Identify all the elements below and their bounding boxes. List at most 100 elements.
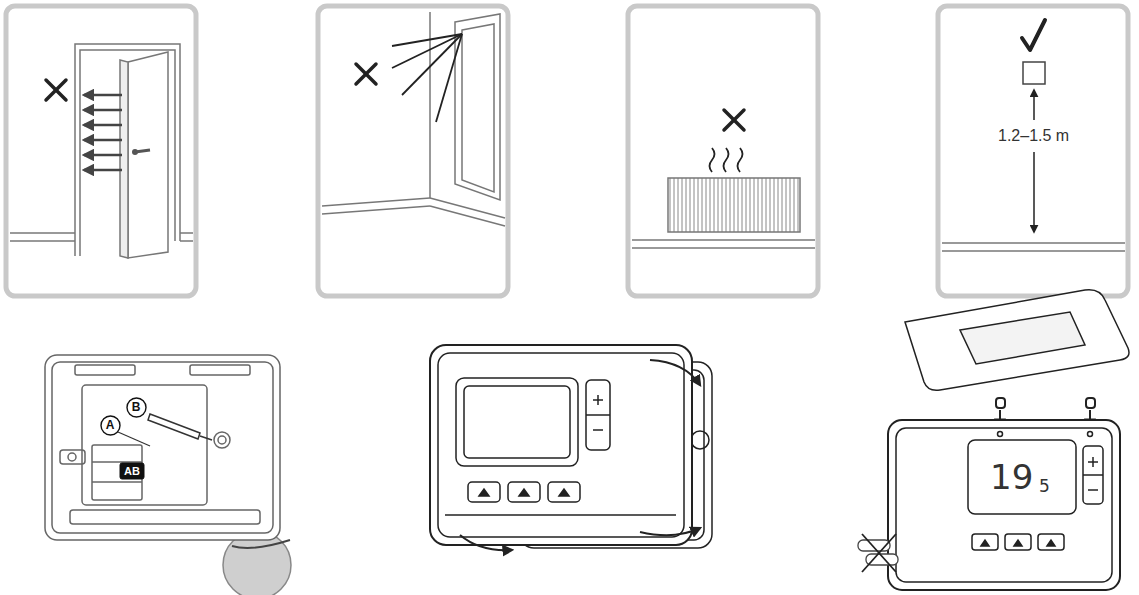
thermostat-fitting — [548, 482, 580, 502]
cross-mark — [46, 80, 66, 100]
cross-mark — [46, 80, 66, 100]
wall-plate — [82, 385, 207, 505]
wall-plate — [92, 445, 142, 500]
display-decimal: 5 — [1037, 477, 1052, 496]
clip-arrows — [996, 398, 1005, 408]
callout-letter: AB — [124, 466, 140, 477]
thermostat-fitting — [430, 345, 712, 548]
radiator-scene — [632, 239, 815, 241]
door-scene — [180, 232, 193, 234]
door-scene — [128, 52, 168, 258]
window-scene — [455, 14, 500, 200]
thermostat-fitting — [430, 345, 692, 545]
panel-frames — [628, 6, 818, 296]
panel-frames — [6, 6, 1128, 296]
callout-letter: A — [106, 419, 115, 431]
dimension-label: 1.2–1.5 m — [996, 127, 1071, 145]
thermostat-front — [1083, 446, 1103, 504]
sun-rays — [392, 34, 462, 122]
thermostat-front — [1014, 540, 1022, 546]
screwdriver — [148, 414, 200, 439]
callout-circle: B — [126, 397, 147, 418]
window-scene — [462, 24, 494, 192]
window-scene — [430, 198, 505, 218]
no-batteries — [862, 534, 896, 572]
wall-plate — [68, 453, 76, 461]
door-scene — [132, 149, 138, 155]
thermostat-front — [888, 420, 1120, 590]
screwdriver — [118, 432, 150, 446]
display-digits: 19 — [988, 459, 1035, 495]
door-scene — [120, 60, 128, 258]
thermostat-fitting — [586, 380, 610, 450]
height-scene — [1023, 62, 1045, 84]
height-scene — [942, 62, 1125, 251]
draught-arrows — [84, 124, 122, 127]
wall-plate — [75, 365, 135, 375]
callout-circle: A — [100, 415, 121, 436]
thermostat-fitting — [468, 482, 500, 502]
thermostat-fitting — [456, 378, 578, 466]
no-batteries — [858, 534, 898, 572]
thermostat-front — [998, 432, 1003, 437]
draught-arrows — [84, 109, 122, 112]
draught-arrows — [84, 154, 122, 157]
cross-mark — [724, 110, 744, 130]
radiator-scene — [632, 178, 815, 248]
cross-mark — [356, 64, 376, 84]
thermostat-front — [1038, 534, 1064, 550]
radiator-scene — [632, 247, 815, 249]
wall-plate — [214, 432, 230, 448]
thermostat-fitting — [597, 395, 599, 405]
wall-plate — [190, 365, 250, 375]
thermostat-front — [1005, 534, 1031, 550]
wall-plate — [45, 355, 291, 595]
dimension-arrows — [1033, 90, 1035, 232]
heat-waves — [710, 148, 743, 172]
panel-frames — [938, 6, 1128, 296]
check-mark — [1022, 20, 1045, 50]
thermostat-fitting — [559, 489, 569, 496]
fitting-arrows — [460, 535, 512, 550]
heat-waves — [710, 148, 715, 172]
screwdriver — [200, 436, 212, 440]
thermostat-fitting — [464, 386, 570, 458]
wall-plate — [232, 540, 290, 548]
cross-mark — [724, 110, 744, 130]
thermostat-front — [1092, 457, 1094, 467]
thermostat-fitting — [445, 514, 676, 516]
height-scene — [942, 250, 1125, 252]
wall-plate — [70, 510, 260, 524]
thermostat-front — [1083, 474, 1103, 476]
sun-rays — [436, 34, 462, 122]
wall-plate — [218, 436, 226, 444]
cross-mark — [46, 80, 66, 100]
thermostat-fitting — [438, 353, 684, 537]
fitting-arrows — [460, 360, 700, 550]
heat-waves — [724, 148, 729, 172]
draught-arrows — [84, 139, 122, 142]
cross-mark — [356, 64, 376, 84]
thermostat-front — [896, 428, 1112, 582]
no-batteries — [862, 534, 896, 572]
thermostat-front — [1088, 489, 1098, 491]
thermostat-cover — [960, 312, 1085, 364]
thermostat-front — [888, 420, 1120, 590]
panel-frames — [318, 6, 508, 296]
dimension-arrows — [1033, 90, 1035, 120]
window-scene — [322, 12, 505, 226]
draught-arrows — [84, 95, 122, 170]
clip-arrows — [1086, 398, 1095, 408]
thermostat-fitting — [586, 414, 610, 416]
window-scene — [322, 206, 430, 214]
draught-arrows — [84, 94, 122, 97]
door-scene — [10, 240, 75, 242]
thermostat-front — [1047, 540, 1055, 546]
terminal-tag: AB — [120, 463, 144, 479]
check-mark — [1022, 20, 1045, 50]
window-scene — [322, 198, 430, 206]
door-scene — [10, 232, 75, 234]
